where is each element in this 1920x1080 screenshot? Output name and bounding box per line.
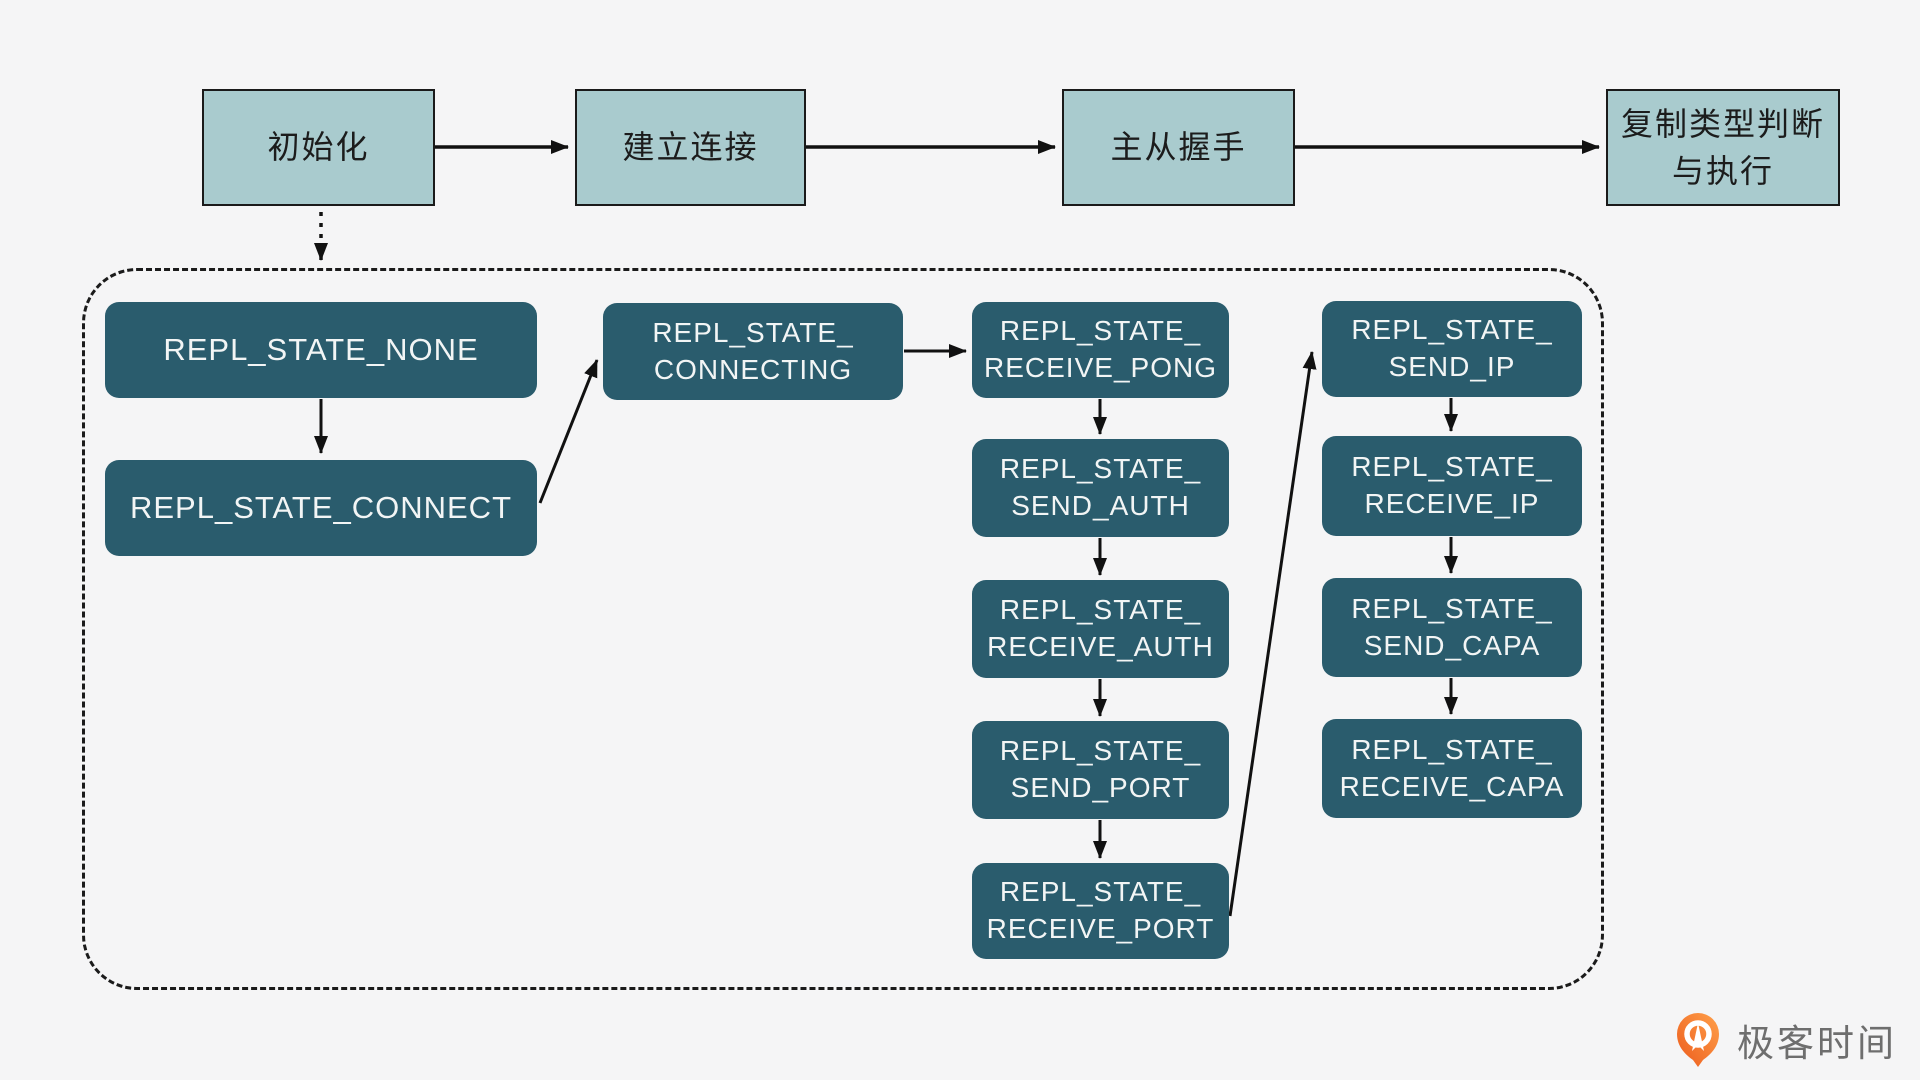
phase-box-replication-type: 复制类型判断 与执行	[1606, 89, 1840, 206]
state-label: REPL_STATE_	[999, 453, 1202, 485]
state-label: REPL_STATE_	[1351, 451, 1553, 483]
state-label: REPL_STATE_CONNECT	[129, 489, 513, 525]
state-box-repl-state-receive-pong: REPL_STATE_ RECEIVE_PONG	[972, 302, 1229, 398]
state-box-repl-state-send-ip: REPL_STATE_ SEND_IP	[1322, 301, 1582, 397]
phase-box-handshake-label: 主从握手	[1110, 129, 1247, 166]
state-label: CONNECTING	[653, 353, 853, 385]
state-label: RECEIVE_PORT	[986, 913, 1215, 944]
state-box-repl-state-none: REPL_STATE_NONE	[105, 302, 537, 398]
state-box-repl-state-send-port: REPL_STATE_ SEND_PORT	[972, 721, 1229, 819]
phase-box-establish-connection-label: 建立连接	[622, 129, 759, 166]
geektime-logo-text: 极客时间	[1737, 1023, 1897, 1064]
geektime-logo-icon	[1677, 1013, 1719, 1067]
state-box-repl-state-send-capa: REPL_STATE_ SEND_CAPA	[1322, 578, 1582, 677]
phase-box-init-label: 初始化	[267, 129, 370, 166]
geektime-logo: 极客时间	[1673, 1010, 1897, 1070]
state-box-repl-state-receive-port: REPL_STATE_ RECEIVE_PORT	[972, 863, 1229, 959]
state-box-repl-state-receive-auth: REPL_STATE_ RECEIVE_AUTH	[972, 580, 1229, 678]
state-label: REPL_STATE_	[1351, 592, 1553, 624]
state-machine-container	[82, 268, 1604, 990]
state-label: REPL_STATE_	[999, 315, 1202, 347]
state-label: REPL_STATE_	[1351, 314, 1553, 346]
state-label: RECEIVE_CAPA	[1339, 770, 1565, 802]
state-label: RECEIVE_IP	[1364, 488, 1540, 519]
state-label: REPL_STATE_	[999, 735, 1202, 767]
phase-box-replication-type-label-line1: 复制类型判断	[1620, 106, 1825, 143]
state-label: REPL_STATE_	[652, 316, 854, 348]
state-label: REPL_STATE_NONE	[163, 331, 479, 367]
state-label: SEND_IP	[1388, 351, 1516, 382]
phase-box-establish-connection: 建立连接	[575, 89, 806, 206]
state-box-repl-state-receive-capa: REPL_STATE_ RECEIVE_CAPA	[1322, 719, 1582, 818]
state-label: REPL_STATE_	[999, 594, 1202, 626]
state-label: REPL_STATE_	[1351, 733, 1553, 765]
phase-box-init: 初始化	[202, 89, 435, 206]
state-box-repl-state-connecting: REPL_STATE_ CONNECTING	[603, 303, 903, 400]
state-label: SEND_CAPA	[1363, 629, 1541, 661]
state-label: RECEIVE_PONG	[984, 352, 1217, 383]
phase-box-replication-type-label-line2: 与执行	[1671, 152, 1774, 189]
state-box-repl-state-send-auth: REPL_STATE_ SEND_AUTH	[972, 439, 1229, 537]
state-label: REPL_STATE_	[999, 876, 1202, 908]
state-label: SEND_PORT	[1010, 772, 1191, 803]
state-box-repl-state-connect: REPL_STATE_CONNECT	[105, 460, 537, 556]
phase-box-handshake: 主从握手	[1062, 89, 1295, 206]
state-box-repl-state-receive-ip: REPL_STATE_ RECEIVE_IP	[1322, 436, 1582, 536]
state-label: RECEIVE_AUTH	[987, 631, 1214, 662]
state-label: SEND_AUTH	[1011, 490, 1190, 521]
